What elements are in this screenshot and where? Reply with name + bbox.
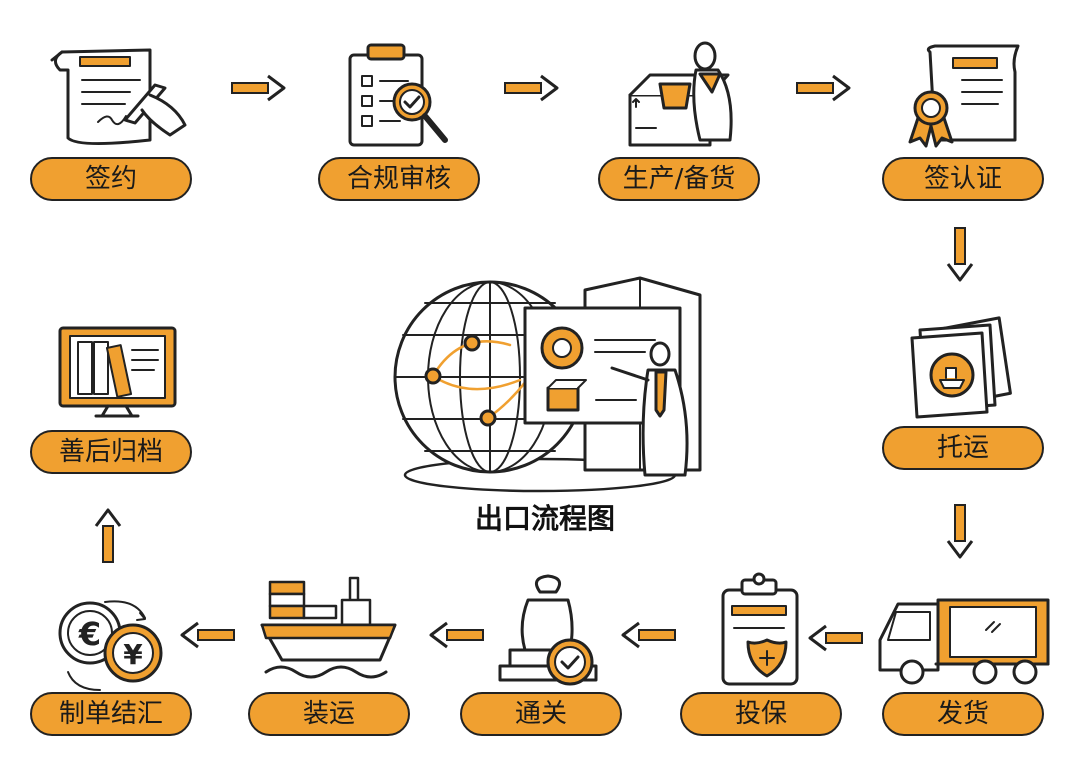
step-customs-clearance: 通关 bbox=[460, 692, 622, 736]
checklist-magnifier-icon bbox=[348, 43, 448, 147]
currency-coins-icon: € ¥ bbox=[58, 600, 163, 691]
arrow-consign-to-delivery bbox=[946, 503, 974, 559]
shipping-document-icon bbox=[910, 316, 1012, 419]
step-certification: 签认证 bbox=[882, 157, 1044, 201]
arrow-customs-to-shipping bbox=[429, 621, 485, 649]
contract-signing-icon bbox=[50, 48, 187, 146]
arrow-shipping-to-settlement bbox=[180, 621, 236, 649]
step-production-stocking: 生产/备货 bbox=[598, 157, 760, 201]
arrow-certification-to-consign bbox=[946, 226, 974, 282]
globe-presentation-icon bbox=[393, 276, 702, 493]
svg-text:€: € bbox=[78, 615, 101, 653]
step-insurance: 投保 bbox=[680, 692, 842, 736]
insurance-clipboard-icon bbox=[721, 572, 799, 686]
step-archiving: 善后归档 bbox=[30, 430, 192, 474]
step-document-settlement: 制单结汇 bbox=[30, 692, 192, 736]
truck-icon bbox=[878, 598, 1050, 685]
certificate-medal-icon bbox=[908, 44, 1020, 148]
box-worker-icon bbox=[628, 41, 733, 147]
arrow-delivery-to-insurance bbox=[808, 624, 864, 652]
step-sign-contract: 签约 bbox=[30, 157, 192, 201]
customs-stamp-icon bbox=[498, 574, 598, 686]
svg-text:¥: ¥ bbox=[123, 638, 143, 671]
diagram-title: 出口流程图 bbox=[474, 502, 615, 535]
archive-monitor-icon bbox=[58, 326, 177, 418]
step-compliance-review: 合规审核 bbox=[318, 157, 480, 201]
arrow-sign-to-review bbox=[230, 74, 286, 102]
step-consignment: 托运 bbox=[882, 426, 1044, 470]
arrow-insurance-to-customs bbox=[621, 621, 677, 649]
step-delivery: 发货 bbox=[882, 692, 1044, 736]
cargo-ship-icon bbox=[260, 576, 397, 679]
arrow-production-to-certification bbox=[795, 74, 851, 102]
arrow-settlement-to-archive bbox=[94, 508, 122, 564]
step-shipment: 装运 bbox=[248, 692, 410, 736]
arrow-review-to-production bbox=[503, 74, 559, 102]
